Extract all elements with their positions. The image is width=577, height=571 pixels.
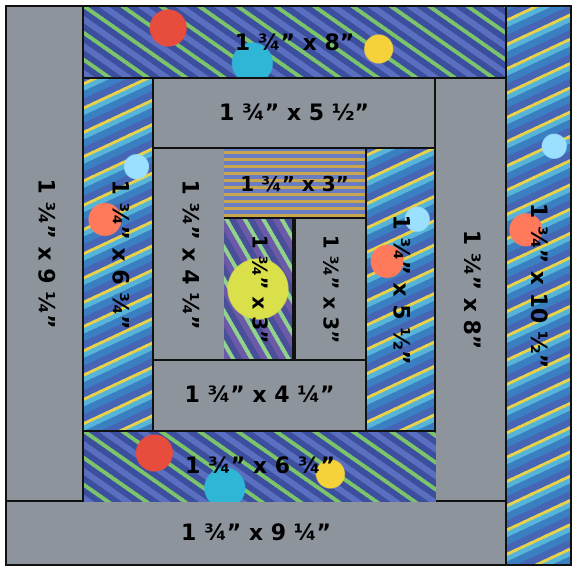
- strip-bottom-6-75-label: 1 ¾” x 6 ¾”: [185, 453, 335, 479]
- strip-center-top-3: [224, 149, 365, 219]
- strip-bottom-9-25-label: 1 ¾” x 9 ¼”: [181, 520, 331, 546]
- strip-center-left-3-label: 1 ¾” x 3”: [247, 234, 271, 344]
- strip-left-4-25-label: 1 ¾” x 4 ¼”: [176, 179, 202, 329]
- strip-center-right-3: 1 ¾” x 3”: [294, 217, 367, 361]
- strip-center-top-3-label-wrap: 1 ¾” x 3”: [224, 149, 365, 219]
- strip-right-5-5-label: 1 ¾” x 5 ½”: [387, 214, 413, 365]
- strip-bottom-9-25: 1 ¾” x 9 ¼”: [7, 500, 507, 564]
- log-cabin-block: 1 ¾” x 10 ½” 1 ¾” x 9 ¼” 1 ¾” x 9 ¼” 1 ¾…: [5, 5, 572, 566]
- strip-right-5-5: [365, 149, 434, 430]
- strip-right-10-5-label-wrap: 1 ¾” x 10 ½”: [505, 7, 570, 564]
- strip-inner-top-5-5: 1 ¾” x 5 ½”: [152, 77, 436, 149]
- strip-right-10-5-label: 1 ¾” x 10 ½”: [525, 202, 550, 369]
- strip-inner-top-5-5-label: 1 ¾” x 5 ½”: [219, 100, 369, 126]
- strip-center-left-3-label-wrap: 1 ¾” x 3”: [224, 219, 294, 359]
- strip-top-8-label: 1 ¾” x 8”: [234, 30, 355, 56]
- strip-right-8: 1 ¾” x 8”: [434, 77, 507, 502]
- strip-center-top-3-label: 1 ¾” x 3”: [240, 172, 349, 196]
- strip-left-9-25-label: 1 ¾” x 9 ¼”: [32, 178, 58, 329]
- strip-bottom-4-25-label: 1 ¾” x 4 ¼”: [184, 383, 335, 408]
- strip-left-4-25: 1 ¾” x 4 ¼”: [152, 147, 226, 361]
- strip-right-5-5-label-wrap: 1 ¾” x 5 ½”: [365, 149, 434, 430]
- strip-left-9-25: 1 ¾” x 9 ¼”: [7, 7, 84, 502]
- strip-bottom-4-25: 1 ¾” x 4 ¼”: [152, 359, 367, 432]
- strip-bottom-6-75-label-wrap: 1 ¾” x 6 ¾”: [84, 430, 436, 502]
- strip-left-6-75-label: 1 ¾” x 6 ¾”: [106, 179, 132, 330]
- strip-right-8-label: 1 ¾” x 8”: [458, 229, 484, 350]
- strip-left-6-75-label-wrap: 1 ¾” x 6 ¾”: [84, 79, 154, 430]
- strip-center-right-3-label: 1 ¾” x 3”: [318, 234, 343, 344]
- strip-left-6-75: [84, 79, 154, 430]
- strip-top-8-label-wrap: 1 ¾” x 8”: [84, 7, 505, 79]
- strip-center-left-3: [224, 219, 294, 359]
- strip-top-8: [84, 7, 505, 79]
